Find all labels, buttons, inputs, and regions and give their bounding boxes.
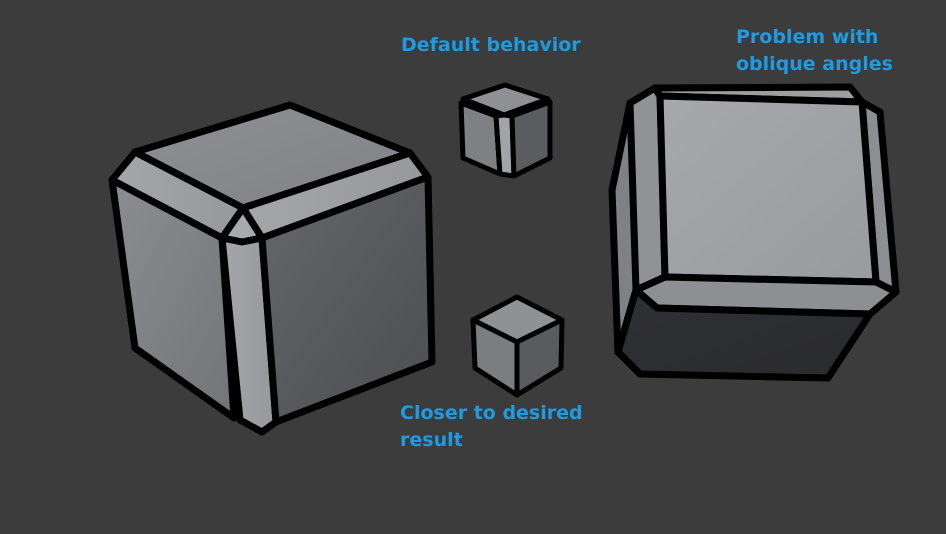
default-cube-top-face [460,82,551,118]
default-cube-right-face [509,99,553,179]
large-cube-left-face [108,176,238,422]
desired-small-cube[interactable] [470,294,565,398]
caption-desired-result: Closer to desired result [400,402,583,451]
oblique-cube-bottom-face [614,286,874,382]
large-beveled-cube[interactable] [108,101,436,436]
default-cube-left-face [458,100,503,177]
caption-oblique-problem: Problem with oblique angles [736,26,893,75]
caption-default-behavior: Default behavior [401,34,581,56]
oblique-cube-front-face [656,92,880,286]
default-small-cube[interactable] [458,82,553,179]
desired-cube-right-face [514,317,565,398]
oblique-cube[interactable] [608,83,900,382]
large-cube-right-face [258,173,436,426]
